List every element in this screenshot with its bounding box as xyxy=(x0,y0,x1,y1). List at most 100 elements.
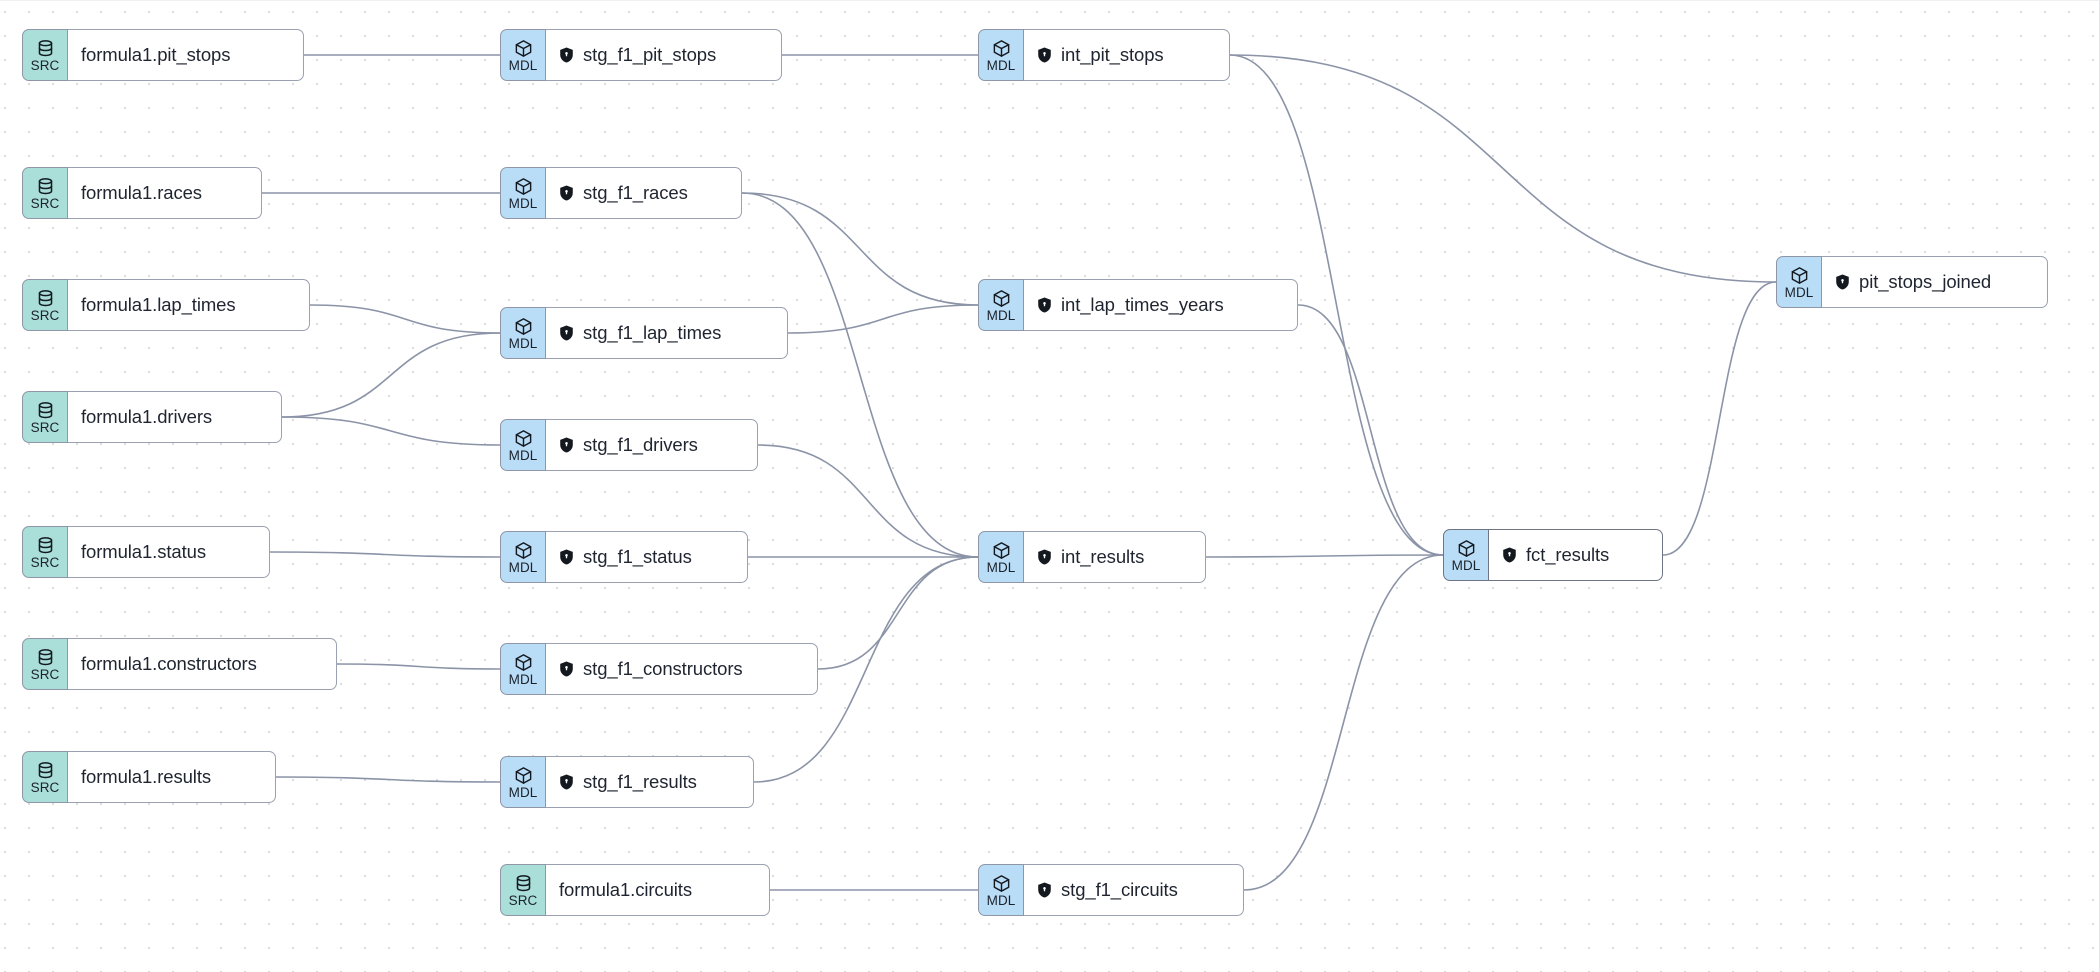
node-type-badge-src: SRC xyxy=(500,864,546,916)
node-body[interactable]: pit_stops_joined xyxy=(1821,256,2048,308)
node-body[interactable]: fct_results xyxy=(1488,529,1663,581)
node-type-label: MDL xyxy=(1784,284,1814,300)
cube-icon xyxy=(993,541,1009,559)
shield-icon xyxy=(560,325,573,341)
node-src_status[interactable]: SRC formula1.status xyxy=(22,526,270,578)
node-type-label: MDL xyxy=(1451,557,1481,573)
cube-icon xyxy=(515,653,531,671)
cube-icon xyxy=(1791,266,1807,284)
node-type-label: MDL xyxy=(508,57,538,73)
node-label: stg_f1_lap_times xyxy=(583,322,722,343)
node-body[interactable]: stg_f1_status xyxy=(545,531,748,583)
node-body[interactable]: stg_f1_circuits xyxy=(1023,864,1244,916)
shield-icon xyxy=(1038,549,1051,565)
node-label: stg_f1_pit_stops xyxy=(583,44,717,65)
cube-icon xyxy=(993,874,1009,892)
edge-stg_circuits-to-fct_results xyxy=(1243,554,1444,891)
cube-icon xyxy=(1458,539,1474,557)
node-body[interactable]: int_pit_stops xyxy=(1023,29,1230,81)
shield-icon xyxy=(1038,882,1051,898)
edge-src_drivers-to-stg_lap_times xyxy=(281,332,501,418)
node-body[interactable]: formula1.circuits xyxy=(545,864,770,916)
node-stg_pit_stops[interactable]: MDL stg_f1_pit_stops xyxy=(500,29,782,81)
node-body[interactable]: formula1.constructors xyxy=(67,638,337,690)
shield-icon xyxy=(1503,547,1516,563)
node-stg_constructors[interactable]: MDL stg_f1_constructors xyxy=(500,643,818,695)
edge-src_status-to-stg_status xyxy=(269,551,501,558)
node-type-label: MDL xyxy=(508,335,538,351)
edge-src_constructors-to-stg_constructors xyxy=(336,663,501,670)
node-stg_lap_times[interactable]: MDL stg_f1_lap_times xyxy=(500,307,788,359)
node-label: formula1.results xyxy=(81,766,212,787)
node-src_results[interactable]: SRC formula1.results xyxy=(22,751,276,803)
node-type-badge-src: SRC xyxy=(22,29,68,81)
cube-icon xyxy=(993,39,1009,57)
edge-stg_drivers-to-int_results xyxy=(757,444,979,558)
node-label: int_lap_times_years xyxy=(1061,294,1224,315)
database-icon xyxy=(38,39,52,56)
database-icon xyxy=(38,536,52,553)
node-type-badge-mdl: MDL xyxy=(978,864,1024,916)
node-body[interactable]: formula1.status xyxy=(67,526,270,578)
shield-icon xyxy=(1836,274,1849,290)
node-body[interactable]: formula1.results xyxy=(67,751,276,803)
node-type-badge-src: SRC xyxy=(22,638,68,690)
node-fct_results[interactable]: MDL fct_results xyxy=(1443,529,1663,581)
node-type-badge-mdl: MDL xyxy=(978,531,1024,583)
node-type-badge-mdl: MDL xyxy=(500,29,546,81)
node-body[interactable]: stg_f1_drivers xyxy=(545,419,758,471)
node-type-label: MDL xyxy=(508,784,538,800)
node-body[interactable]: stg_f1_races xyxy=(545,167,742,219)
node-body[interactable]: int_results xyxy=(1023,531,1206,583)
node-type-label: SRC xyxy=(30,779,60,795)
database-icon xyxy=(38,648,52,665)
node-type-label: MDL xyxy=(508,671,538,687)
edge-stg_races-to-int_results xyxy=(741,192,979,558)
node-type-badge-mdl: MDL xyxy=(500,643,546,695)
node-type-badge-src: SRC xyxy=(22,526,68,578)
node-body[interactable]: int_lap_times_years xyxy=(1023,279,1298,331)
node-body[interactable]: formula1.pit_stops xyxy=(67,29,304,81)
node-label: stg_f1_status xyxy=(583,546,692,567)
node-type-label: MDL xyxy=(986,307,1016,323)
database-icon xyxy=(38,289,52,306)
edge-stg_lap_times-to-int_lap_times_years xyxy=(787,304,979,334)
node-pit_stops_joined[interactable]: MDL pit_stops_joined xyxy=(1776,256,2048,308)
node-label: fct_results xyxy=(1526,544,1610,565)
node-stg_results[interactable]: MDL stg_f1_results xyxy=(500,756,754,808)
node-body[interactable]: stg_f1_constructors xyxy=(545,643,818,695)
node-label: formula1.circuits xyxy=(559,879,692,900)
node-type-label: MDL xyxy=(508,195,538,211)
node-type-badge-mdl: MDL xyxy=(500,307,546,359)
edge-src_lap_times-to-stg_lap_times xyxy=(309,304,501,334)
node-stg_races[interactable]: MDL stg_f1_races xyxy=(500,167,742,219)
node-body[interactable]: stg_f1_pit_stops xyxy=(545,29,782,81)
edge-int_pit_stops-to-pit_stops_joined xyxy=(1229,54,1777,283)
node-body[interactable]: stg_f1_results xyxy=(545,756,754,808)
node-int_lap_times_years[interactable]: MDL int_lap_times_years xyxy=(978,279,1298,331)
database-icon xyxy=(38,761,52,778)
node-body[interactable]: formula1.lap_times xyxy=(67,279,310,331)
cube-icon xyxy=(515,429,531,447)
shield-icon xyxy=(1038,47,1051,63)
node-type-label: SRC xyxy=(30,554,60,570)
shield-icon xyxy=(560,437,573,453)
node-body[interactable]: formula1.races xyxy=(67,167,262,219)
cube-icon xyxy=(515,317,531,335)
node-src_circuits[interactable]: SRC formula1.circuits xyxy=(500,864,770,916)
node-type-badge-mdl: MDL xyxy=(1443,529,1489,581)
shield-icon xyxy=(560,185,573,201)
node-body[interactable]: formula1.drivers xyxy=(67,391,282,443)
node-body[interactable]: stg_f1_lap_times xyxy=(545,307,788,359)
